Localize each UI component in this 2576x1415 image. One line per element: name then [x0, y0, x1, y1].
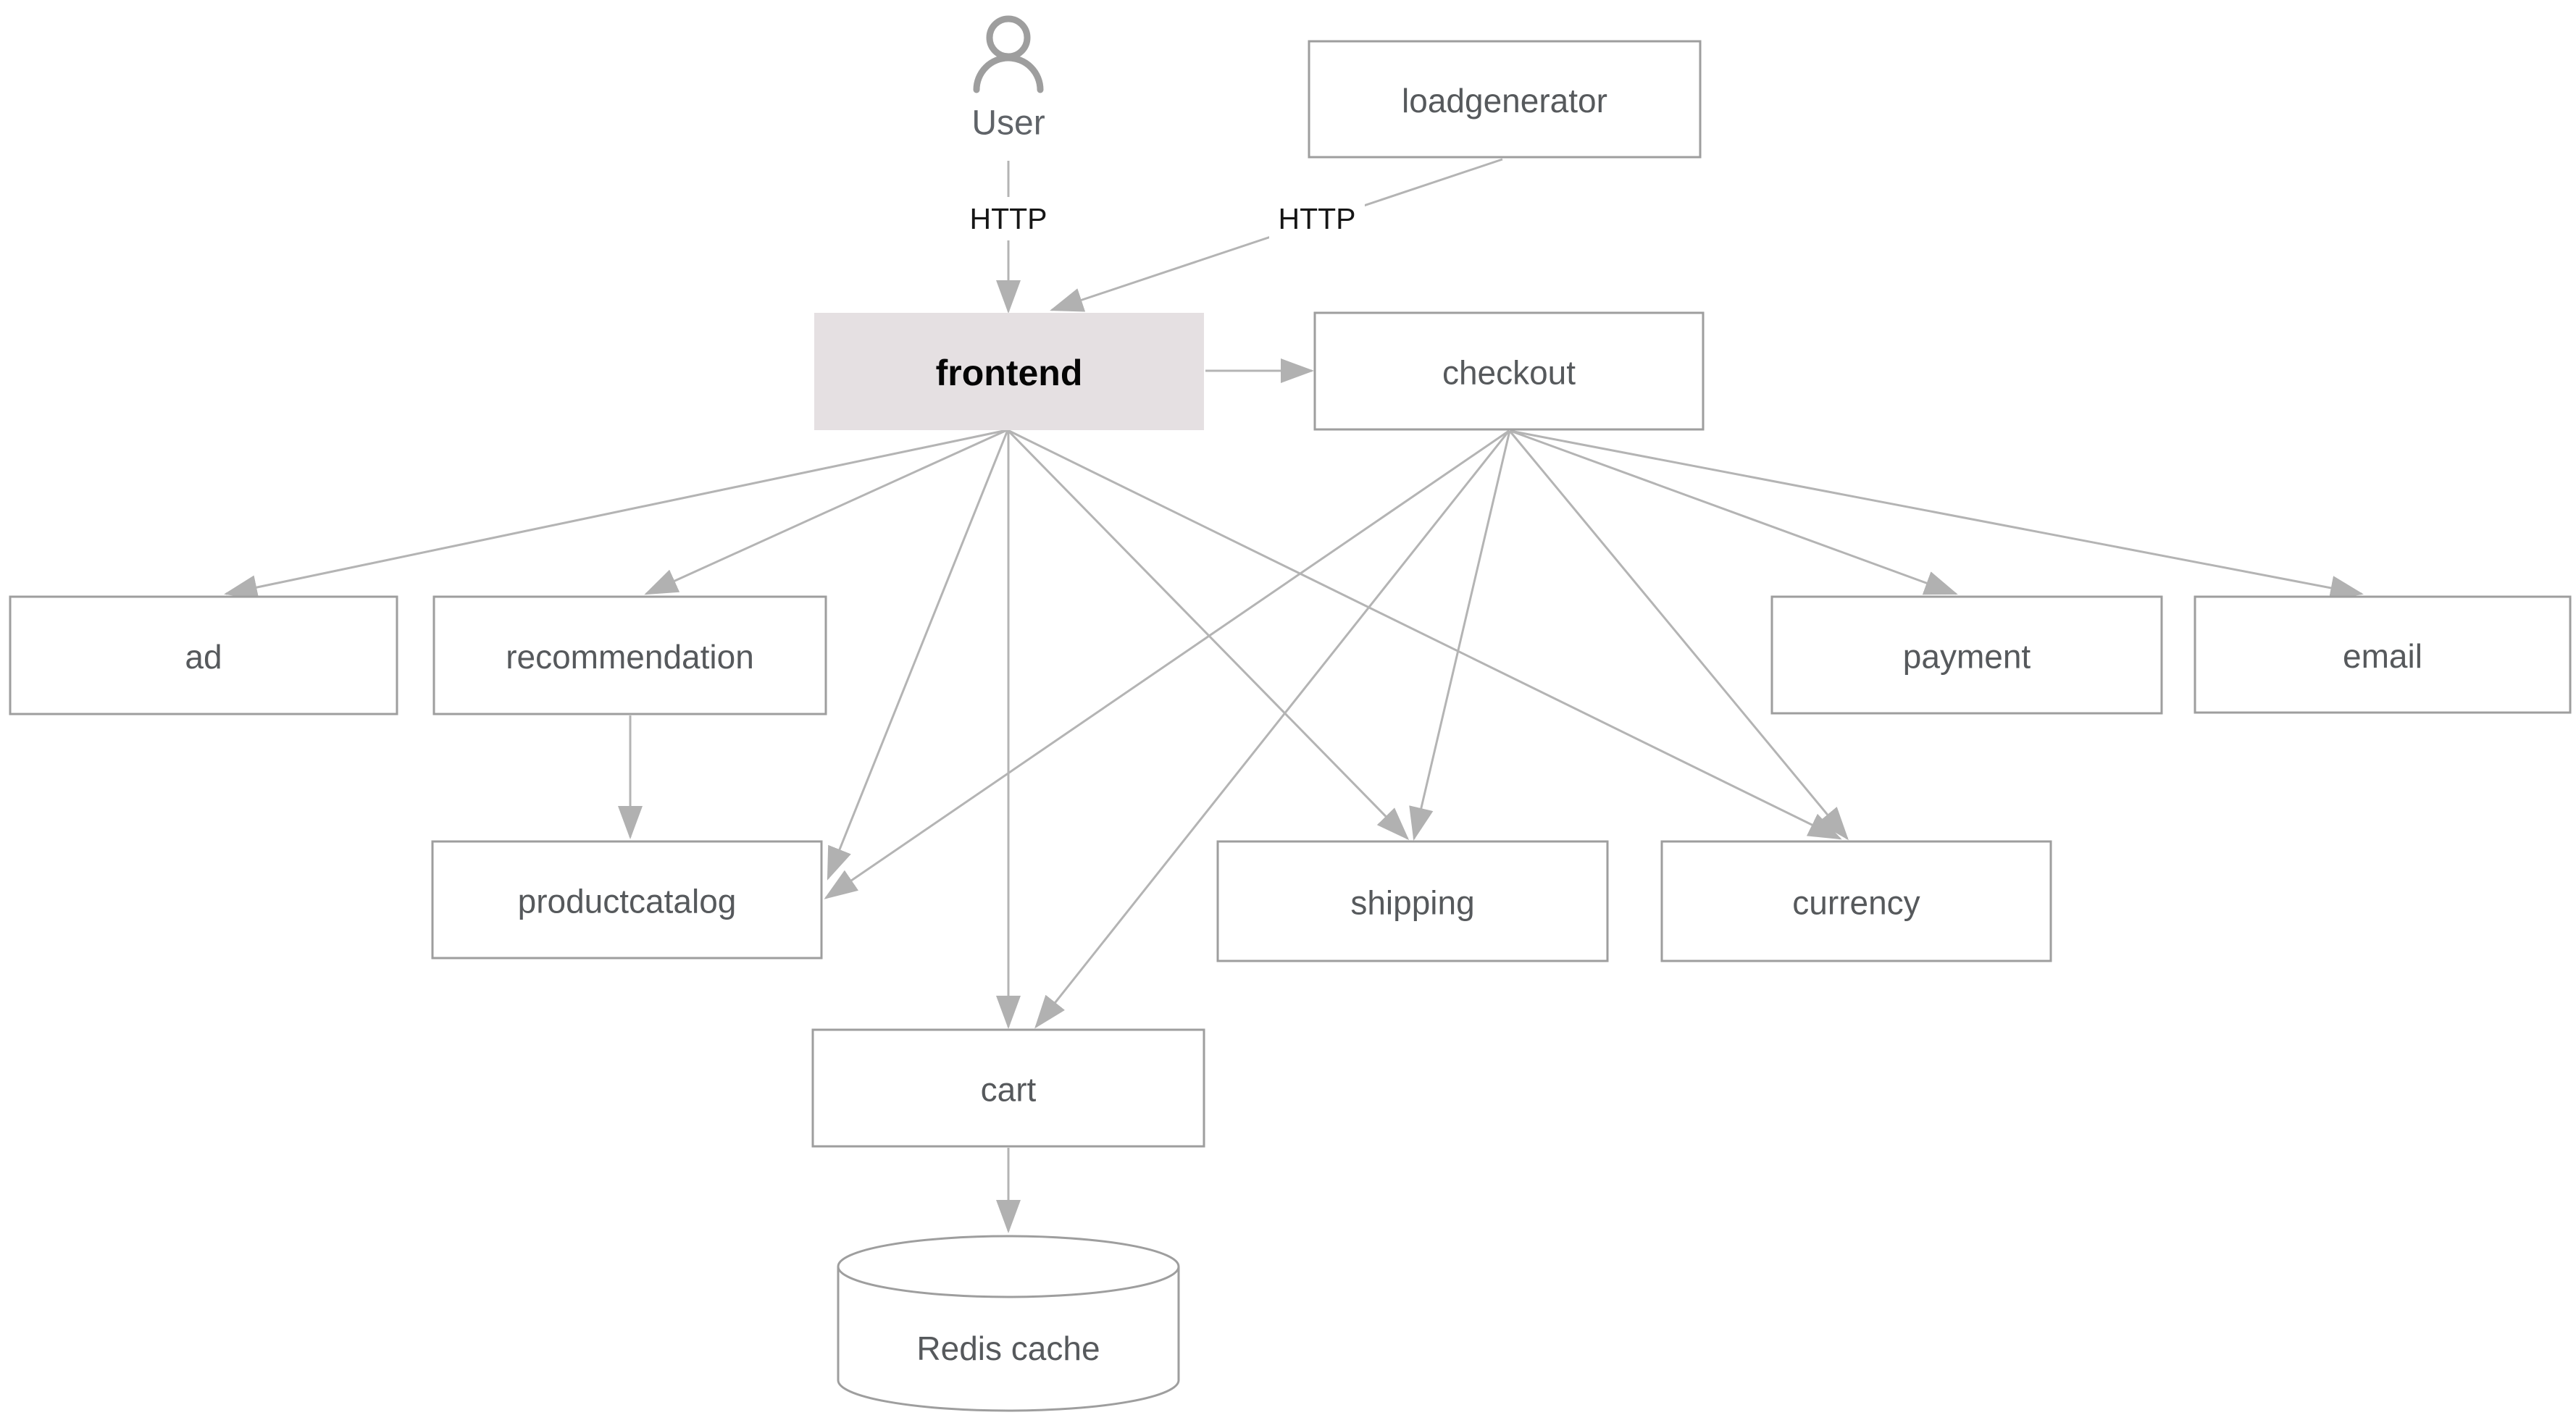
edge-checkout-shipping	[1409, 430, 1511, 841]
node-cart: cart	[811, 1028, 1205, 1148]
node-ad: ad	[9, 595, 398, 715]
edge-label-loadgenerator-frontend: HTTP	[1278, 202, 1355, 235]
edge-checkout-productcatalog	[824, 429, 1510, 899]
node-box-currency	[1660, 840, 2052, 962]
node-label-redis: Redis cache	[916, 1330, 1100, 1367]
node-label-shipping: shipping	[1350, 884, 1474, 922]
node-label-checkout: checkout	[1442, 354, 1576, 392]
node-loadgenerator: loadgenerator	[1308, 40, 1702, 159]
node-shipping: shipping	[1216, 840, 1609, 962]
node-productcatalog: productcatalog	[431, 840, 823, 960]
node-box-shipping	[1216, 840, 1609, 962]
edge-checkout-currency	[1508, 430, 1849, 841]
user-actor: User	[971, 15, 1045, 143]
node-label-frontend: frontend	[936, 353, 1083, 393]
cylinder-body	[837, 1267, 1180, 1412]
node-box-recommendation	[432, 595, 827, 715]
edge-checkout-payment	[1510, 429, 1958, 595]
node-frontend: frontend	[814, 313, 1204, 430]
node-box-loadgenerator	[1308, 40, 1702, 159]
edge-checkout-cart	[1034, 430, 1510, 1029]
node-box-ad	[9, 595, 398, 715]
node-box-email	[2194, 595, 2572, 714]
user-label: User	[971, 104, 1045, 143]
node-currency: currency	[1660, 840, 2052, 962]
node-box-frontend	[814, 313, 1204, 430]
user-icon-shoulders	[973, 54, 1044, 93]
edge-frontend-productcatalog	[827, 429, 1009, 881]
node-label-payment: payment	[1903, 638, 2031, 676]
edge-frontend-currency	[1007, 429, 1842, 840]
edge-frontend-shipping	[1006, 429, 1410, 841]
node-email: email	[2194, 595, 2572, 714]
node-label-productcatalog: productcatalog	[518, 883, 737, 920]
node-label-ad: ad	[185, 638, 222, 676]
node-box-payment	[1770, 595, 2163, 715]
edge-label-user-frontend: HTTP	[969, 202, 1047, 235]
node-label-email: email	[2343, 637, 2422, 675]
node-checkout: checkout	[1313, 311, 1705, 431]
edge-frontend-ad	[224, 429, 1008, 600]
node-label-currency: currency	[1792, 884, 1920, 922]
node-box-cart	[811, 1028, 1205, 1148]
node-box-productcatalog	[431, 840, 823, 960]
node-label-loadgenerator: loadgenerator	[1402, 82, 1607, 119]
edge-frontend-recommendation	[644, 429, 1008, 595]
cylinder-top	[837, 1235, 1180, 1298]
node-recommendation: recommendation	[432, 595, 827, 715]
node-box-checkout	[1313, 311, 1705, 431]
edge-label-bg-user-frontend	[961, 197, 1056, 240]
edge-label-bg-loadgenerator-frontend	[1269, 197, 1365, 240]
user-icon-head	[986, 15, 1031, 60]
node-label-recommendation: recommendation	[506, 638, 754, 676]
node-redis: Redis cache	[837, 1235, 1180, 1412]
edge-checkout-email	[1510, 429, 2364, 600]
node-label-cart: cart	[981, 1071, 1037, 1109]
node-payment: payment	[1770, 595, 2163, 715]
